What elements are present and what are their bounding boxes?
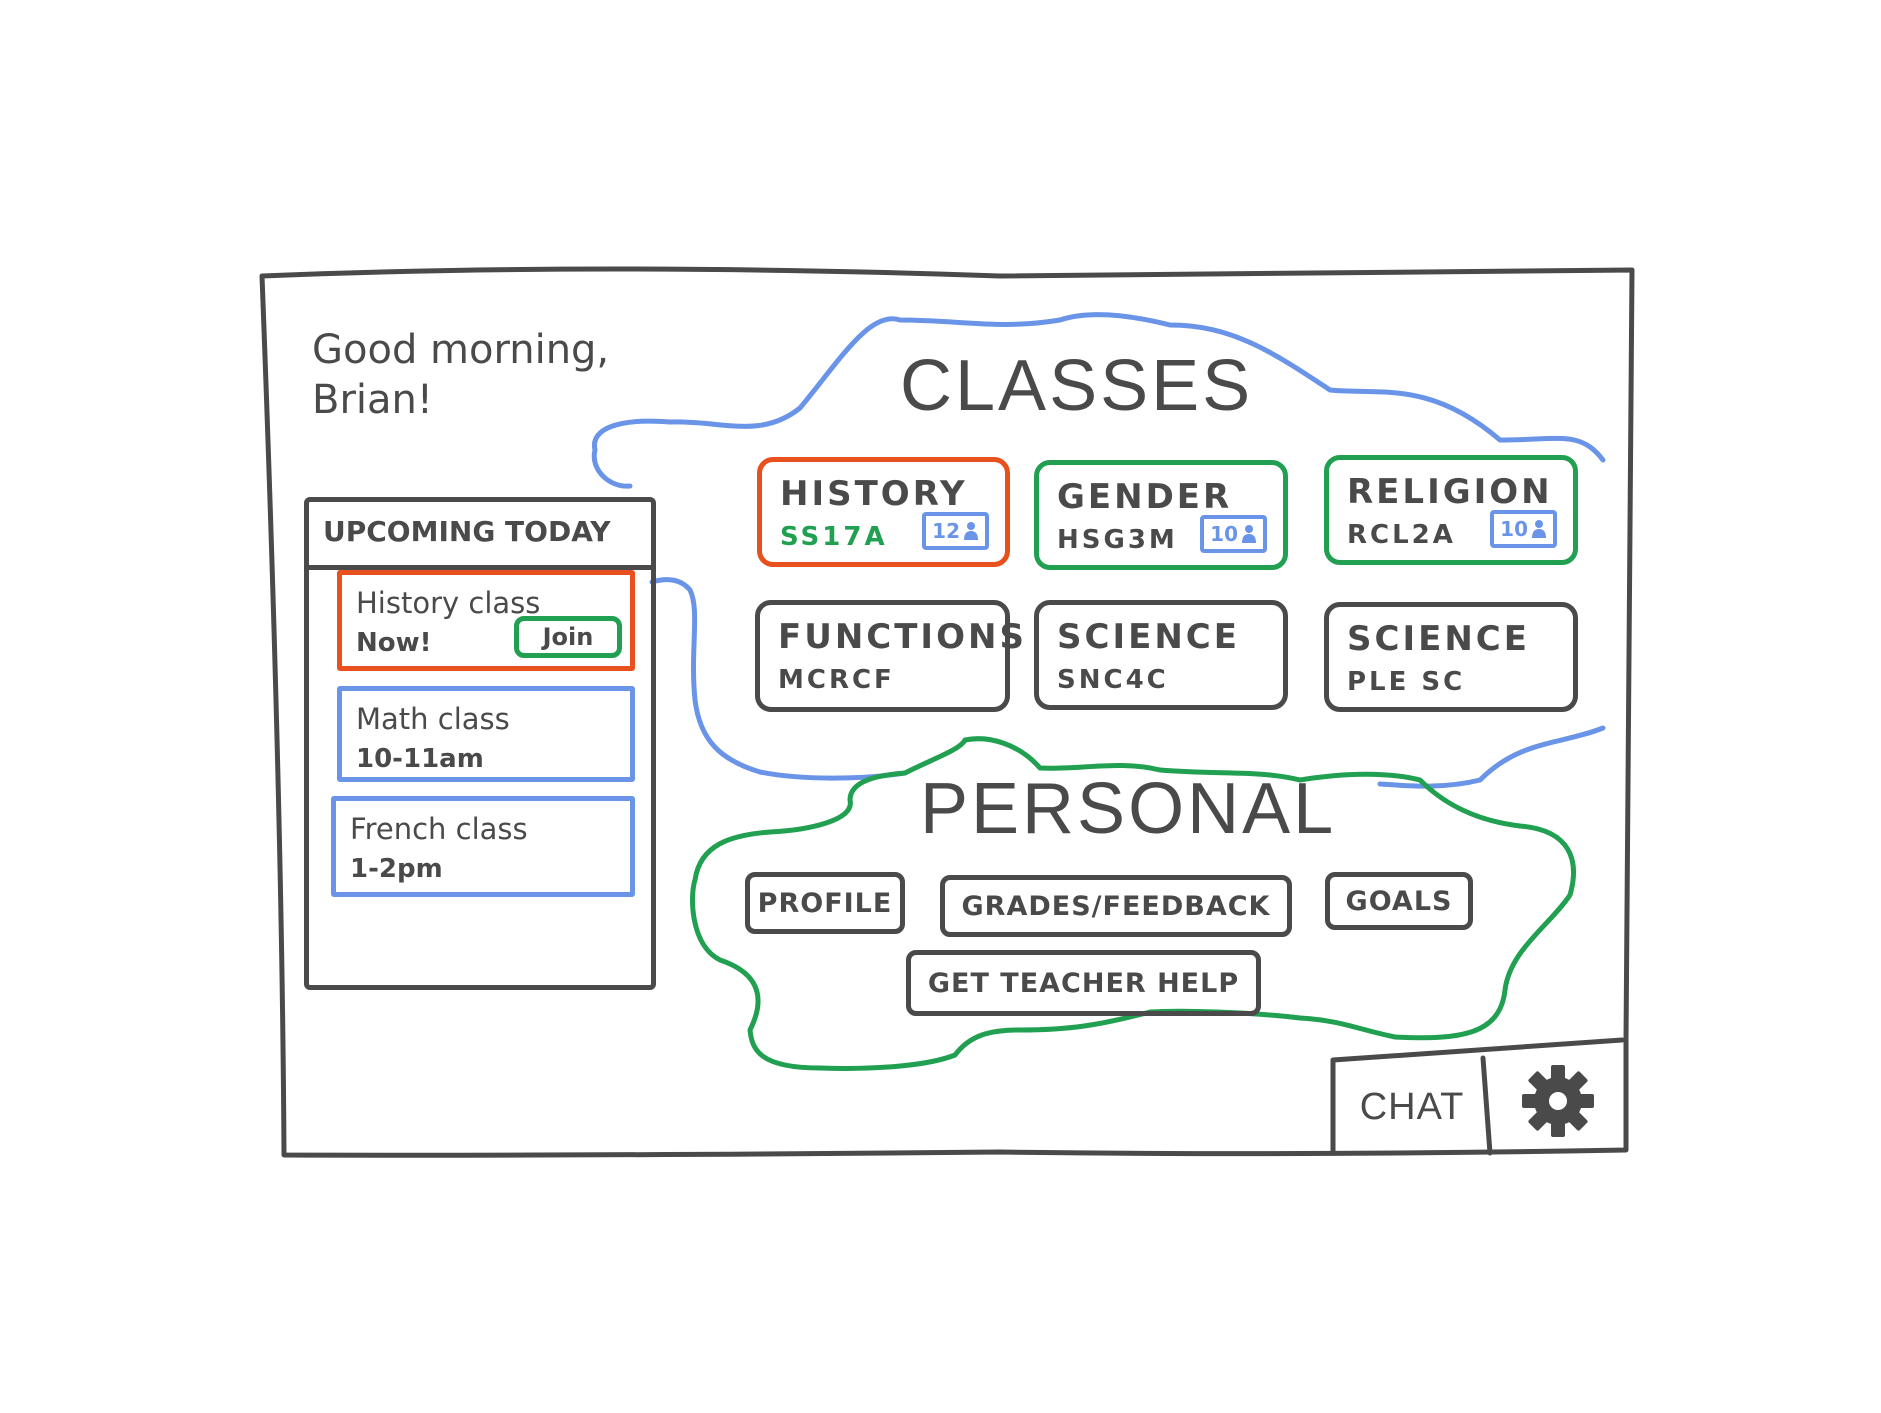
personal-title: PERSONAL xyxy=(920,769,1337,849)
profile-button[interactable]: PROFILE xyxy=(745,872,905,934)
person-icon xyxy=(1532,520,1546,538)
class-code: PLE SC xyxy=(1347,667,1466,697)
class-card-religion[interactable]: RELIGION RCL2A 10 xyxy=(1324,455,1578,565)
class-card-history[interactable]: HISTORY SS17A 12 xyxy=(757,457,1010,567)
class-name: FUNCTIONS xyxy=(778,617,1027,657)
upcoming-title: UPCOMING TODAY xyxy=(309,502,651,570)
upcoming-item-title: French class xyxy=(350,812,528,846)
personal-region-outline xyxy=(690,736,1576,1071)
class-name: GENDER xyxy=(1057,477,1233,517)
person-icon xyxy=(1242,525,1256,543)
gear-icon xyxy=(1521,1065,1594,1137)
greeting-line-2: Brian! xyxy=(312,377,433,423)
class-code: SS17A xyxy=(780,522,888,552)
classes-region-outline xyxy=(591,312,1606,789)
upcoming-item-title: History class xyxy=(356,586,541,620)
footer-tab-outline xyxy=(1330,1037,1625,1156)
class-card-gender[interactable]: GENDER HSG3M 10 xyxy=(1034,460,1288,570)
upcoming-item-math[interactable]: Math class 10-11am xyxy=(337,686,635,782)
class-name: RELIGION xyxy=(1347,472,1553,512)
classes-title: CLASSES xyxy=(900,346,1254,426)
class-student-count: 12 xyxy=(922,512,989,550)
join-button[interactable]: Join xyxy=(514,616,622,658)
upcoming-item-history[interactable]: History class Now! Join xyxy=(337,570,635,671)
greeting: Good morning, Brian! xyxy=(312,325,672,425)
count-value: 10 xyxy=(1210,522,1238,546)
person-icon xyxy=(964,522,978,540)
class-name: SCIENCE xyxy=(1347,619,1530,659)
upcoming-item-french[interactable]: French class 1-2pm xyxy=(331,796,635,897)
upcoming-item-status: Now! xyxy=(356,628,432,658)
class-student-count: 10 xyxy=(1200,515,1267,553)
get-teacher-help-button[interactable]: GET TEACHER HELP xyxy=(906,950,1261,1016)
count-value: 12 xyxy=(932,519,960,543)
class-name: HISTORY xyxy=(780,474,968,514)
class-code: SNC4C xyxy=(1057,665,1169,695)
upcoming-panel: UPCOMING TODAY xyxy=(304,497,656,990)
count-value: 10 xyxy=(1500,517,1528,541)
class-student-count: 10 xyxy=(1490,510,1557,548)
grades-feedback-button[interactable]: GRADES/FEEDBACK xyxy=(940,875,1292,937)
class-code: RCL2A xyxy=(1347,520,1456,550)
upcoming-item-title: Math class xyxy=(356,702,510,736)
class-code: MCRCF xyxy=(778,665,895,695)
greeting-line-1: Good morning, xyxy=(312,327,610,373)
class-code: HSG3M xyxy=(1057,525,1178,555)
class-card-science-ple[interactable]: SCIENCE PLE SC xyxy=(1324,602,1578,712)
screen-frame xyxy=(259,266,1635,1158)
upcoming-item-time: 10-11am xyxy=(356,744,484,774)
goals-button[interactable]: GOALS xyxy=(1325,872,1473,930)
class-card-functions[interactable]: FUNCTIONS MCRCF xyxy=(755,600,1027,712)
chat-button[interactable]: CHAT xyxy=(1359,1085,1465,1128)
settings-button[interactable] xyxy=(1490,1050,1625,1152)
class-name: SCIENCE xyxy=(1057,617,1240,657)
upcoming-item-time: 1-2pm xyxy=(350,854,443,884)
class-card-science-snc[interactable]: SCIENCE SNC4C xyxy=(1034,600,1288,710)
